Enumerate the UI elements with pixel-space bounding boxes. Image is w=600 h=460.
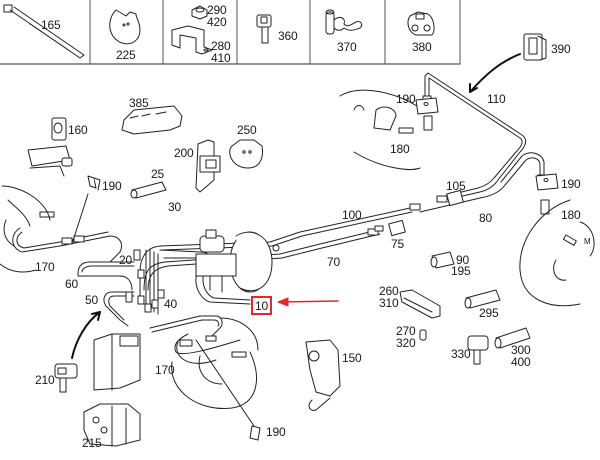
brake-disc-left: [0, 185, 51, 273]
brake-disc-top-right: [339, 89, 421, 170]
brake-disc-bottom: [171, 317, 259, 410]
part-label-270: 270: [396, 324, 416, 338]
part-label-380: 380: [412, 40, 432, 54]
part-label-250: 250: [237, 123, 257, 137]
clip-190-bottom-icon: [249, 425, 261, 441]
part-label-200: 200: [174, 146, 194, 160]
sensor-210-icon: [54, 363, 78, 393]
part-label-330: 330: [451, 347, 471, 361]
bracket-160-icon: [27, 117, 73, 177]
part-label-170-left: 170: [35, 260, 55, 274]
part-label-290-420: 290 420: [207, 3, 227, 29]
clip-260-icon: [399, 289, 441, 319]
brake-lines: [12, 72, 545, 337]
part-label-80: 80: [479, 211, 492, 225]
part-label-60: 60: [65, 277, 78, 291]
arrow-210: [71, 311, 101, 359]
part-label-10-highlighted: 10: [251, 296, 272, 315]
cable-tie-icon: [3, 4, 85, 59]
clip-190-top-icon: [415, 97, 439, 115]
part-label-25: 25: [151, 167, 164, 181]
clip-190-right-icon: [535, 173, 559, 191]
part-label-210: 210: [35, 373, 55, 387]
leader-190-left: [71, 193, 89, 245]
brake-disc-right: M: [519, 199, 595, 307]
part-label-30: 30: [168, 200, 181, 214]
union-105-icon: [446, 189, 464, 207]
part-label-280-410: 280 410: [211, 39, 231, 65]
part-label-400: 400: [511, 355, 531, 369]
part-label-360: 360: [278, 29, 298, 43]
part-label-310: 310: [379, 296, 399, 310]
top-strip-frame: [0, 0, 461, 65]
rubber-mount-icon: [407, 11, 435, 36]
arrow-390: [469, 53, 521, 93]
sleeve-295-icon: [464, 289, 501, 309]
connector-390-icon: [523, 33, 547, 61]
part-label-295: 295: [479, 306, 499, 320]
sensor-330-icon: [467, 335, 489, 365]
part-label-300: 300: [511, 343, 531, 357]
abs-unit: [93, 333, 141, 391]
part-label-390: 390: [551, 42, 571, 56]
part-label-105: 105: [446, 179, 466, 193]
union-75-icon: [388, 219, 406, 237]
part-label-180-right: 180: [561, 208, 581, 222]
grommet-270-icon: [419, 329, 427, 341]
part-label-190-left: 190: [102, 179, 122, 193]
part-label-90: 90: [456, 253, 469, 267]
leader-190-bottom: [195, 339, 255, 427]
part-label-320: 320: [396, 336, 416, 350]
sleeve-300-icon: [494, 327, 531, 349]
part-label-225: 225: [116, 48, 136, 62]
bracket-200-icon: [195, 139, 221, 193]
part-label-110: 110: [487, 92, 506, 106]
bracket-with-nut-icon: [171, 5, 213, 55]
sensor-icon: [256, 14, 272, 44]
part-label-150: 150: [342, 351, 362, 365]
heat-shield-icon: [109, 9, 141, 45]
shield-250-icon: [229, 139, 263, 169]
part-label-70: 70: [327, 255, 340, 269]
part-label-50: 50: [85, 293, 98, 307]
part-label-260: 260: [379, 284, 399, 298]
part-label-75: 75: [391, 237, 404, 251]
connector-215-icon: [83, 403, 141, 447]
sleeve-90-icon: [430, 251, 455, 269]
highlight-arrow: [277, 297, 339, 307]
sleeve-25-icon: [130, 181, 167, 199]
clip-with-sleeve-icon: [325, 9, 363, 35]
part-label-180-top: 180: [390, 142, 410, 156]
part-label-170-bottom: 170: [155, 363, 175, 377]
part-label-190-bottom: 190: [266, 425, 286, 439]
bracket-385-icon: [121, 105, 183, 135]
part-label-195: 195: [451, 264, 471, 278]
part-label-165: 165: [41, 18, 61, 32]
brake-booster: [195, 229, 280, 293]
bracket-150-icon: [305, 339, 341, 411]
part-label-190-top: 190: [396, 92, 416, 106]
part-label-100: 100: [342, 208, 362, 222]
part-label-370: 370: [337, 40, 357, 54]
part-label-160: 160: [68, 123, 88, 137]
part-label-40: 40: [164, 297, 177, 311]
part-label-20: 20: [119, 253, 132, 267]
part-label-215: 215: [82, 436, 102, 450]
svg-text:M: M: [584, 237, 591, 246]
part-label-385: 385: [129, 96, 149, 110]
clip-190-left-icon: [87, 175, 101, 191]
part-label-190-right: 190: [561, 177, 581, 191]
